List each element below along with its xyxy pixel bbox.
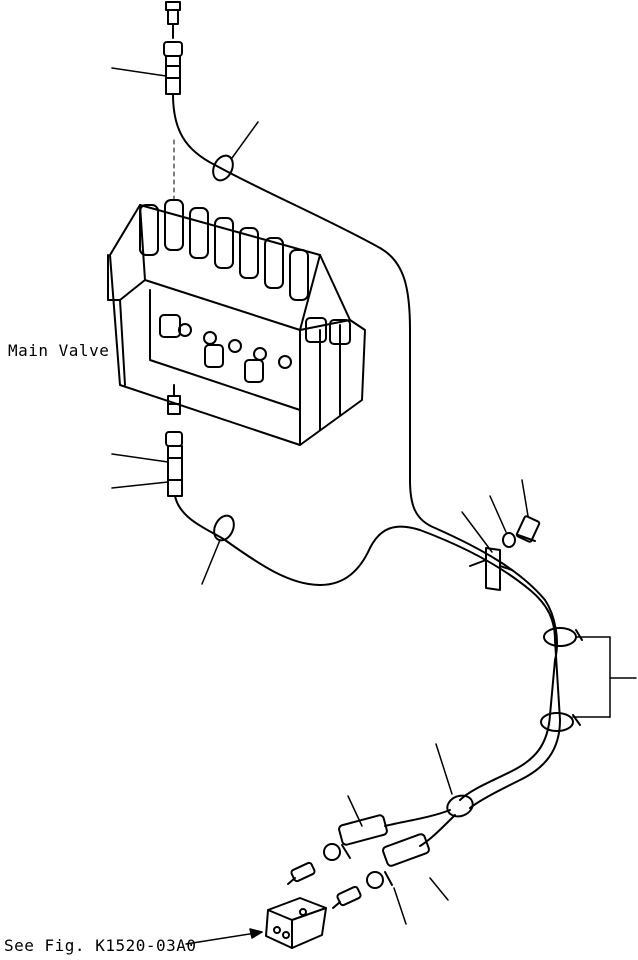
upper-valve-fitting <box>165 1 181 39</box>
hose-end-b <box>366 833 430 889</box>
bundle-clamp-upper <box>543 627 577 647</box>
main-valve-body <box>107 199 366 446</box>
upper-hose <box>172 93 546 601</box>
lower-valve-fitting <box>167 384 181 415</box>
washer-icon <box>502 532 516 548</box>
hose-bracket-clip <box>469 547 513 591</box>
hose-branch-a <box>384 809 451 827</box>
bolt-icon <box>515 515 541 543</box>
split-hose-clamp <box>446 794 474 818</box>
hose-end-a <box>323 814 388 861</box>
see-figure-reference-label: See Fig. K1520-03A0 <box>4 936 197 955</box>
hose-bundle-bend <box>459 599 558 801</box>
block-valve <box>265 897 327 949</box>
adapter-fitting-a <box>287 861 316 885</box>
hose-branch-b <box>419 814 456 847</box>
lower-hose-end <box>165 431 183 497</box>
leader-lines <box>111 67 637 925</box>
adapter-fitting-b <box>332 885 362 909</box>
main-valve-label: Main Valve <box>8 341 110 360</box>
upper-hose-clamp <box>212 154 234 182</box>
upper-hose-end <box>163 41 183 95</box>
bundle-clamp-lower <box>540 712 574 732</box>
reference-arrow <box>185 928 263 945</box>
lower-hose-clamp <box>213 514 235 542</box>
